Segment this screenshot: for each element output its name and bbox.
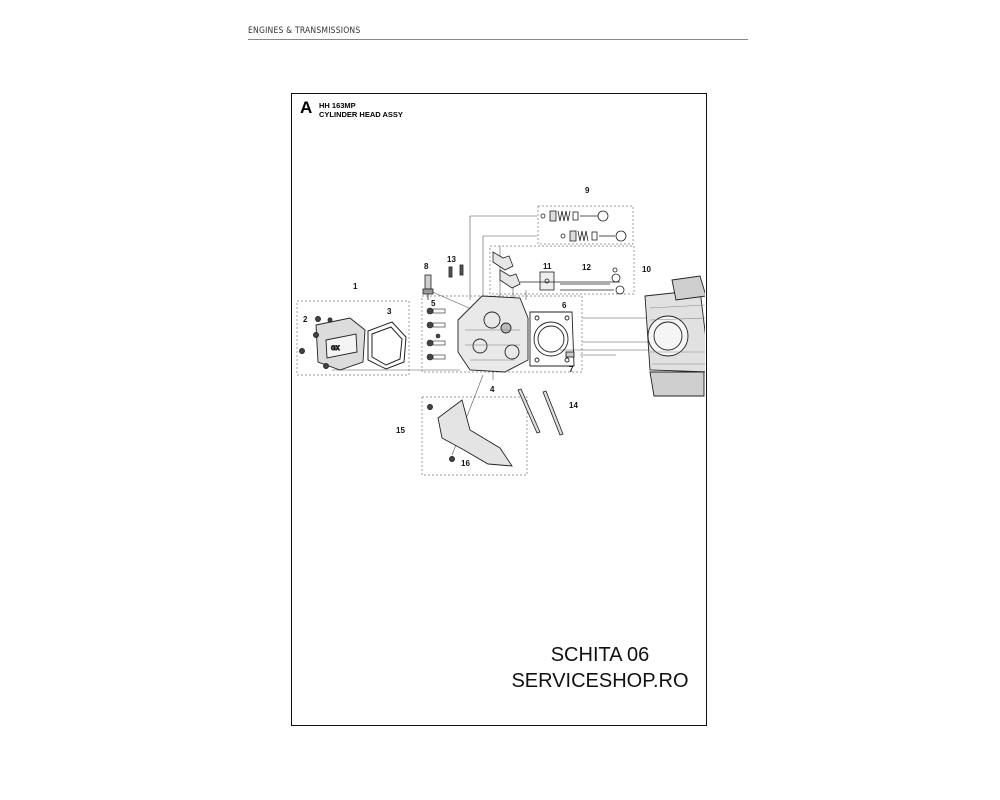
head-bolts [426,307,446,361]
callout-5: 5 [431,299,436,308]
callout-8: 8 [424,262,429,271]
callout-10: 10 [642,265,651,274]
figure-title: CYLINDER HEAD ASSY [319,110,403,119]
watermark-line-1: SCHITA 06 [550,644,650,666]
cover-gasket [367,321,407,370]
valve-parts [540,210,627,242]
long-studs [517,388,564,436]
svg-text:GX: GX [331,346,340,352]
callout-1: 1 [353,282,358,291]
exploded-view-diagram: GX 1 2 3 4 5 6 7 8 9 10 [296,186,705,476]
leader-lines [332,215,650,456]
callout-12: 12 [582,263,591,272]
figure-titles: HH 163MP CYLINDER HEAD ASSY [319,101,403,119]
rocker-parts [492,251,625,295]
callout-7: 7 [569,365,574,374]
figure-letter: A [300,98,313,117]
callout-labels: 1 2 3 4 5 6 7 8 9 10 11 12 13 14 15 16 [303,186,651,468]
watermark-line-2: SERVICESHOP.RO [511,670,689,692]
callout-2: 2 [303,315,308,324]
callout-15: 15 [396,426,405,435]
header-divider [248,39,748,40]
engine-block [644,275,705,397]
callout-14: 14 [569,401,578,410]
model-label: HH 163MP [319,101,356,110]
diagram-frame [291,93,707,726]
callout-4: 4 [490,385,495,394]
running-header: ENGINES & TRANSMISSIONS [248,26,361,36]
cylinder-shroud [427,399,513,467]
watermark: SCHITA 06 SERVICESHOP.RO [500,642,700,694]
callout-3: 3 [387,307,392,316]
callout-16: 16 [461,459,470,468]
head-gasket [529,311,575,367]
callout-6: 6 [562,301,567,310]
cylinder-head [457,295,529,373]
callout-13: 13 [447,255,456,264]
head-cover: GX [299,316,366,371]
spark-plug-and-studs [422,264,464,300]
callout-9: 9 [585,186,590,195]
callout-11: 11 [543,262,552,271]
